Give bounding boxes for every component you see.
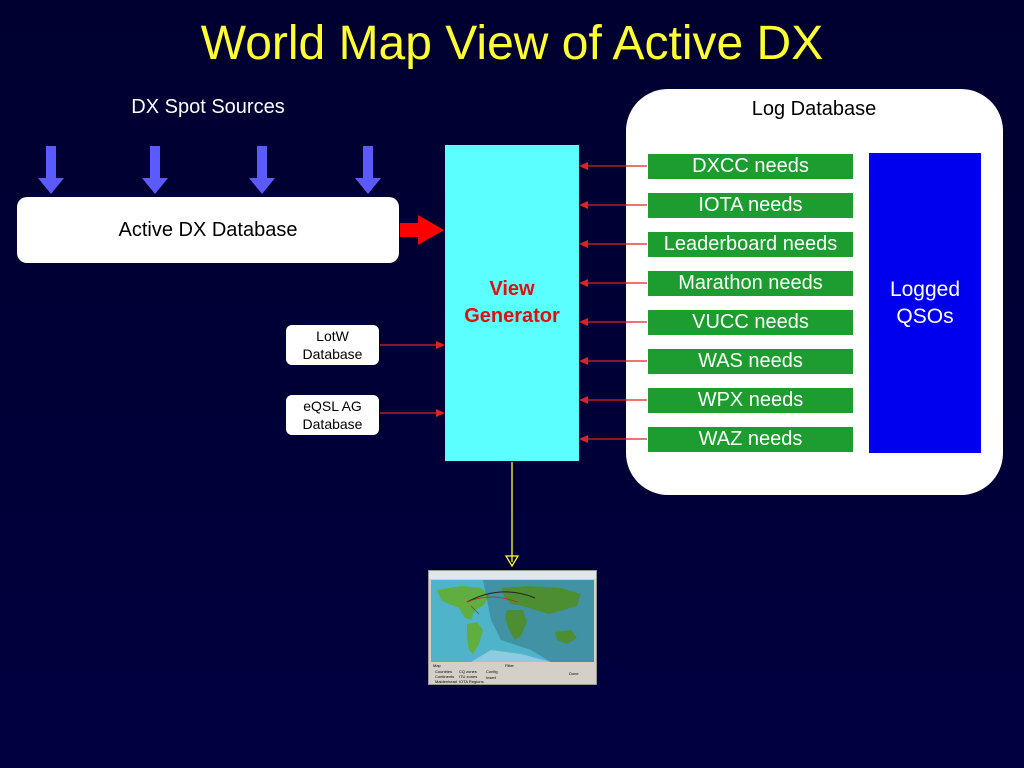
logged-qsos-box: Logged QSOs	[869, 153, 981, 453]
eqsl-line2: Database	[302, 416, 363, 432]
spot-source-arrows	[38, 146, 381, 194]
need-box-waz: WAZ needs	[648, 427, 853, 452]
view-generator-box: View Generator	[445, 145, 579, 461]
slide-title: World Map View of Active DX	[200, 17, 824, 70]
thumb-option-countries: Countries	[435, 669, 453, 674]
logged-qsos-line1: Logged	[889, 278, 961, 301]
view-generator-line1: View	[489, 278, 535, 300]
need-box-was: WAS needs	[648, 349, 853, 374]
active-db-to-generator-arrow	[400, 215, 444, 245]
thumb-option-maidenhead: Maidenhead	[435, 679, 458, 684]
spot-arrow-1	[38, 146, 64, 194]
generator-to-map-arrowhead	[504, 555, 520, 568]
spot-arrow-4	[355, 146, 381, 194]
arrowheads	[436, 162, 588, 443]
needs-link-arrows	[380, 165, 647, 440]
thumbnail-titlebar	[429, 571, 596, 579]
thumb-option-itu: ITU zones	[459, 674, 478, 679]
spot-arrow-3	[249, 146, 275, 194]
thumb-button-insert: Insert	[486, 675, 497, 680]
thumb-filter-label: Filter	[505, 663, 514, 668]
view-generator-line2: Generator	[464, 305, 560, 327]
thumb-option-cq: CQ zones	[459, 669, 477, 674]
lotw-line2: Database	[302, 346, 363, 362]
dx-spot-sources-label: DX Spot Sources	[131, 96, 285, 118]
logged-qsos-line2: QSOs	[896, 305, 954, 328]
thumb-option-iota: IOTA Regions	[459, 679, 484, 684]
spot-arrow-2	[142, 146, 168, 194]
lotw-database-box: LotW Database	[286, 325, 379, 365]
need-box-vucc: VUCC needs	[648, 310, 853, 335]
need-box-dxcc: DXCC needs	[648, 154, 853, 179]
eqsl-line1: eQSL AG	[303, 398, 362, 414]
world-map-image	[431, 580, 594, 662]
active-dx-database-label: Active DX Database	[118, 218, 298, 241]
thumb-map-label: Map	[433, 663, 441, 668]
active-dx-database-box: Active DX Database	[17, 197, 399, 263]
need-box-iota: IOTA needs	[648, 193, 853, 218]
thumb-option-continents: Continents	[435, 674, 455, 679]
lotw-line1: LotW	[316, 328, 349, 344]
eqsl-database-box: eQSL AG Database	[286, 395, 379, 435]
world-map-thumbnail: Map Filter Countries Continents Maidenhe…	[428, 570, 597, 685]
need-box-marathon: Marathon needs	[648, 271, 853, 296]
need-box-leaderboard: Leaderboard needs	[648, 232, 853, 257]
thumb-button-done: Done	[569, 671, 579, 676]
thumb-button-config: Config	[486, 669, 498, 674]
log-database-label: Log Database	[751, 98, 877, 120]
need-box-wpx: WPX needs	[648, 388, 853, 413]
